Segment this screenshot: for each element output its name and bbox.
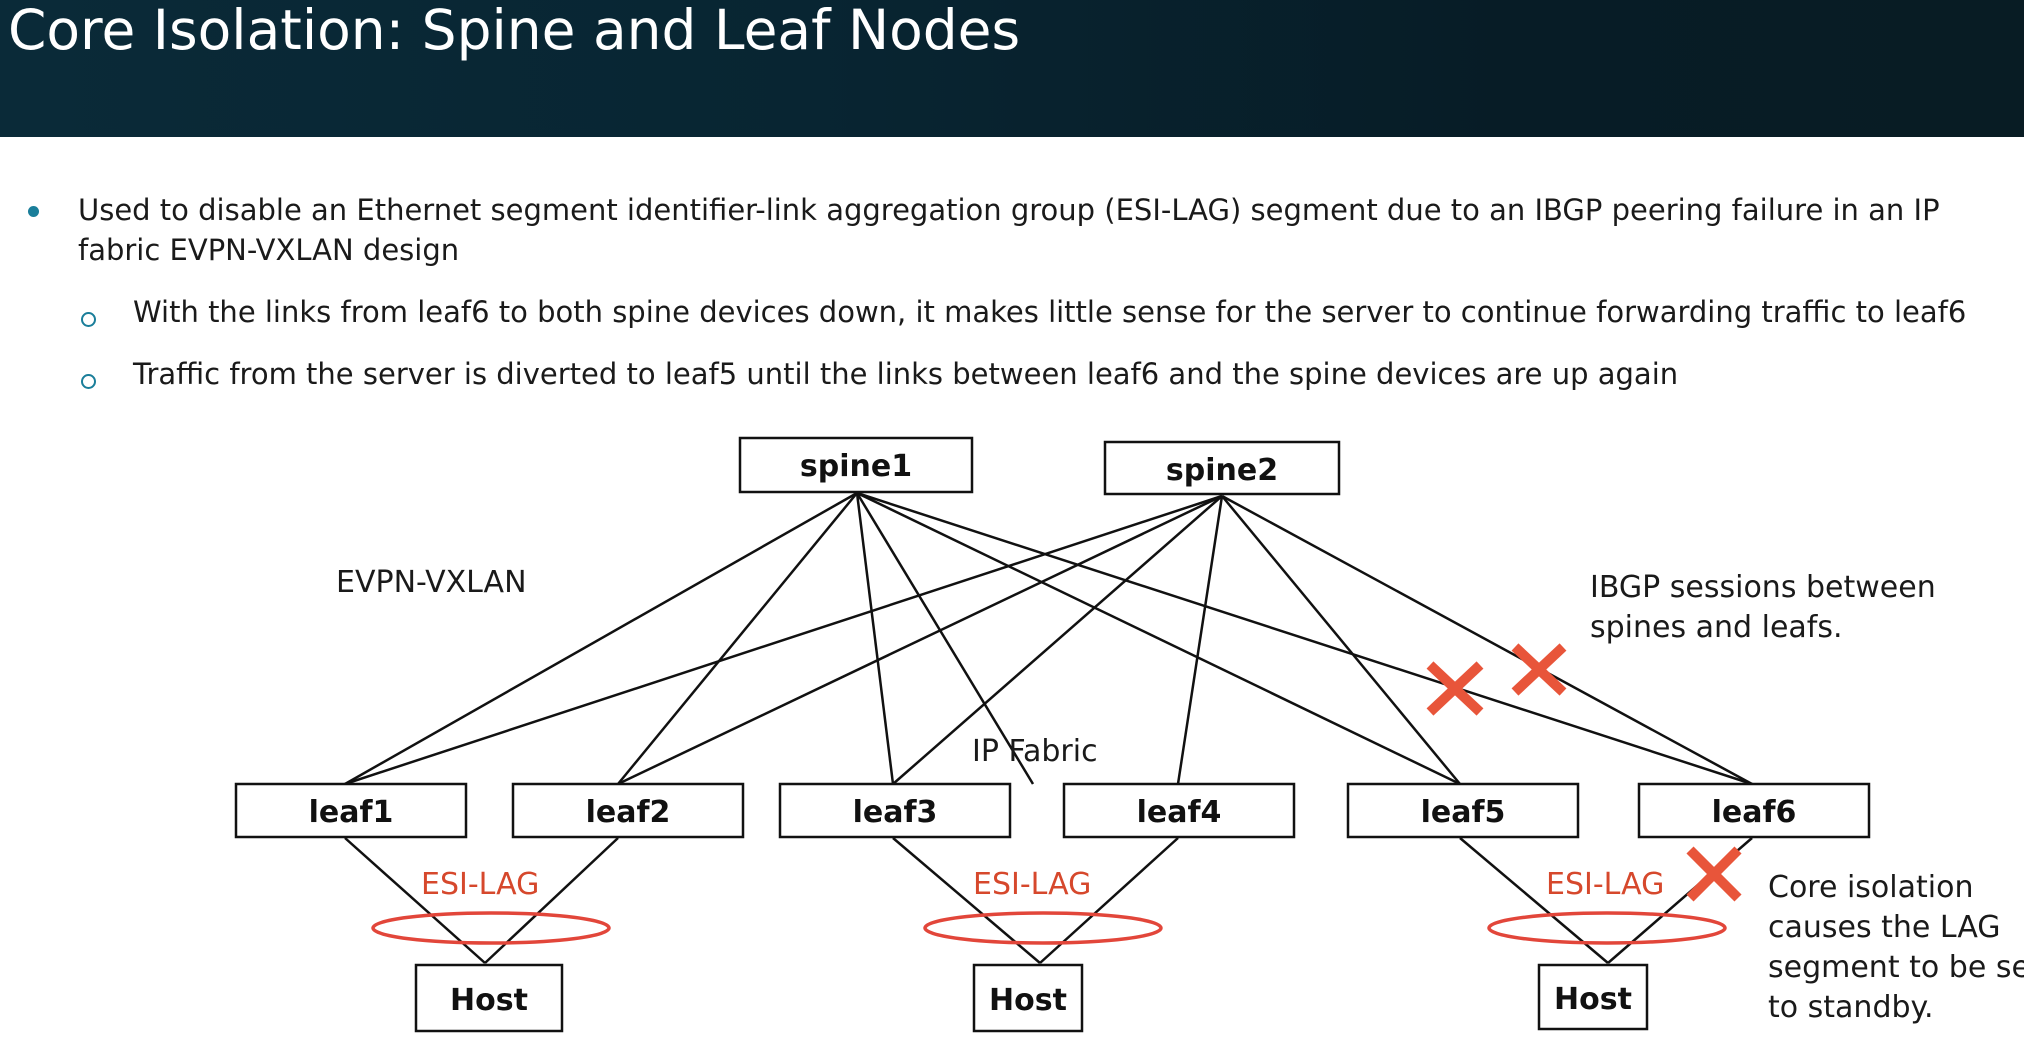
esi-lag-ellipse-3 xyxy=(1487,911,1727,945)
esi-lag-ellipses xyxy=(371,911,1727,945)
sub-bullet-circle xyxy=(81,312,96,327)
leaf-label: leaf5 xyxy=(1421,795,1506,830)
spine-node: spine1 xyxy=(738,436,974,494)
core-isolation-line4: to standby. xyxy=(1768,990,1934,1025)
core-isolation-line1: Core isolation xyxy=(1768,870,1973,905)
title-bar: Core Isolation: Spine and Leaf Nodes xyxy=(0,0,2024,137)
link-spine2-leaf2 xyxy=(617,494,1223,786)
link-spine2-leaf6 xyxy=(1221,494,1753,786)
bullet-dot xyxy=(28,206,39,217)
sub-bullet-2: Traffic from the server is diverted to l… xyxy=(133,357,1679,391)
link-spine1-leaf4 xyxy=(855,492,1035,785)
leaf-label: leaf6 xyxy=(1712,795,1797,830)
esi-lag-label: ESI-LAG xyxy=(973,867,1091,902)
core-isolation-line2: causes the LAG xyxy=(1768,910,2001,945)
bullet-main: Used to disable an Ethernet segment iden… xyxy=(78,193,1940,267)
host-node: Host xyxy=(972,963,1084,1033)
ibgp-annotation-line2: spines and leafs. xyxy=(1590,610,1843,645)
esi-lag-label: ESI-LAG xyxy=(1546,867,1664,902)
esi-lag-ellipse-1 xyxy=(371,911,611,945)
link-spine1-leaf3 xyxy=(855,492,895,785)
link-spine2-leaf4 xyxy=(1176,495,1224,785)
spine-label: spine2 xyxy=(1166,453,1278,488)
host-node: Host xyxy=(1537,963,1649,1031)
esi-lag-ellipse-2 xyxy=(923,911,1163,945)
leaf-node: leaf3 xyxy=(778,782,1012,839)
sub-bullet-1: With the links from leaf6 to both spine … xyxy=(133,295,1967,329)
leaf-node: leaf1 xyxy=(234,782,468,839)
link-spine1-leaf2 xyxy=(617,492,858,785)
ibgp-annotation-line1: IBGP sessions between xyxy=(1590,570,1936,605)
link-spine1-leaf6 xyxy=(856,491,1753,786)
failure-x-icon xyxy=(1511,643,1567,696)
host-label: Host xyxy=(1554,982,1632,1017)
leaf-label: leaf2 xyxy=(586,795,671,830)
sub-bullet-circle xyxy=(81,374,96,389)
link-spine2-leaf3 xyxy=(892,495,1223,785)
evpn-vxlan-label: EVPN-VXLAN xyxy=(336,565,527,600)
failure-x-icon xyxy=(1426,661,1484,716)
host-label: Host xyxy=(450,983,528,1018)
host-node: Host xyxy=(414,963,564,1033)
link-spine2-leaf5 xyxy=(1221,495,1461,785)
ip-fabric-label: IP Fabric xyxy=(972,734,1098,769)
link-spine2-leaf1 xyxy=(344,494,1223,786)
link-spine1-leaf1 xyxy=(344,491,858,786)
failure-marks xyxy=(1426,643,1742,902)
slide-title: Core Isolation: Spine and Leaf Nodes xyxy=(8,0,1021,62)
leaf-label: leaf3 xyxy=(853,795,938,830)
esi-lag-label: ESI-LAG xyxy=(421,867,539,902)
leaf-node: leaf2 xyxy=(511,782,745,839)
link-spine1-leaf5 xyxy=(856,491,1461,786)
leaf-node: leaf5 xyxy=(1346,782,1580,839)
core-isolation-line3: segment to be set xyxy=(1768,950,2024,985)
leaf-label: leaf4 xyxy=(1137,795,1222,830)
host-label: Host xyxy=(989,983,1067,1018)
leaf-node: leaf6 xyxy=(1637,782,1871,839)
failure-x-icon xyxy=(1686,846,1742,902)
spine-node: spine2 xyxy=(1103,440,1341,496)
leaf-node: leaf4 xyxy=(1062,782,1296,839)
spine-label: spine1 xyxy=(800,449,912,484)
leaf-label: leaf1 xyxy=(309,795,394,830)
